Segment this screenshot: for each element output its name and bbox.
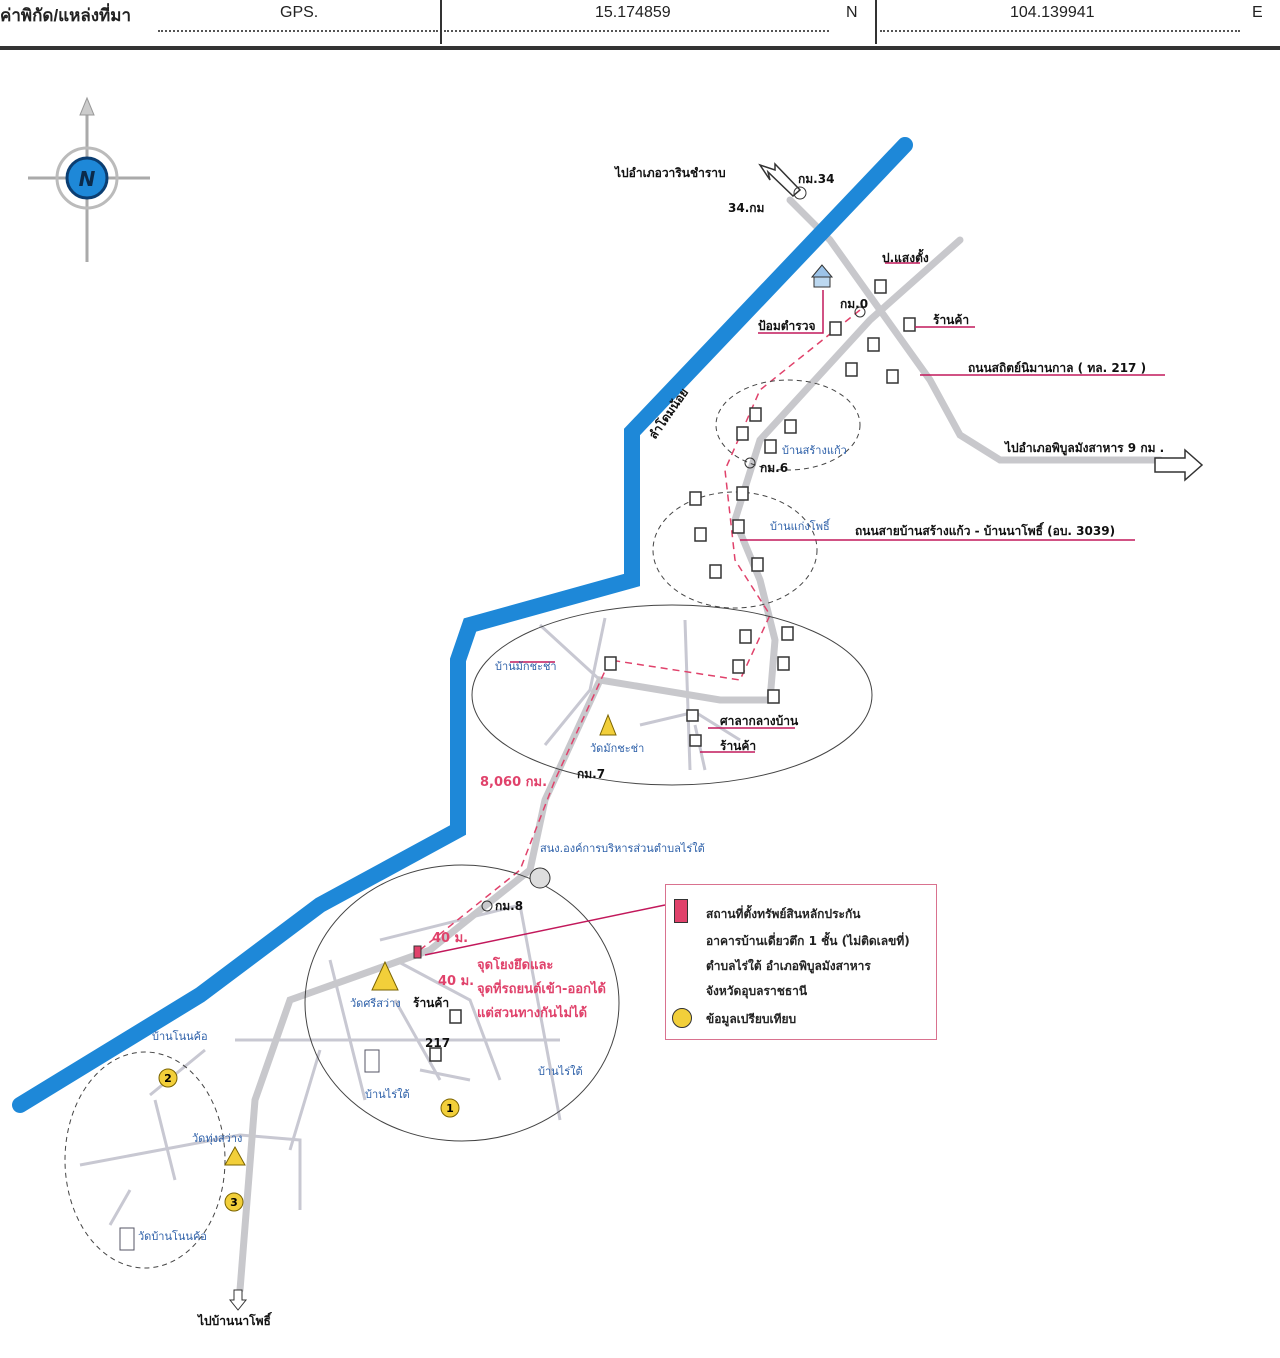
road-217-label: ถนนสถิตย์นิมานกาล ( ทล. 217 ) bbox=[968, 361, 1146, 375]
km0-label: กม.0 bbox=[840, 297, 868, 311]
arrow-to-ban-na-pho-icon bbox=[228, 1289, 248, 1311]
wat-ban-non-kho-label: วัดบ้านโนนค้อ bbox=[138, 1229, 207, 1243]
km6-label: กม.6 bbox=[760, 461, 788, 475]
shop-2-label: ร้านค้า bbox=[720, 739, 756, 753]
building-icons bbox=[429, 279, 916, 1062]
km34-label: กม.34 bbox=[798, 172, 834, 186]
ban-non-kho-label: บ้านโนนค้อ bbox=[152, 1029, 208, 1043]
legend-line-3: ตำบลไร่ใต้ อำเภอพิบูลมังสาหาร bbox=[706, 959, 871, 973]
tao-office-label: สนง.องค์การบริหารส่วนตำบลไร่ใต้ bbox=[540, 842, 705, 855]
note-line-3: แต่สวนทางกันไม่ได้ bbox=[477, 1004, 587, 1021]
km7-label: กม.7 bbox=[577, 767, 605, 781]
comparable-1[interactable]: 1 bbox=[440, 1098, 460, 1118]
coordinate-label: ค่าพิกัด/แหล่งที่มา bbox=[0, 6, 132, 25]
river bbox=[12, 137, 913, 1113]
legend-line-5: ข้อมูลเปรียบเทียบ bbox=[706, 1012, 797, 1026]
police-box-label: ป้อมตำรวจ bbox=[758, 319, 815, 333]
north-arrow-compass-icon: N bbox=[28, 96, 150, 262]
note-line-2: จุดที่รถยนต์เข้า-ออกได้ bbox=[477, 979, 606, 997]
note-line-1: จุดโยงยึดและ bbox=[477, 956, 553, 973]
tao-office-icon bbox=[529, 867, 551, 889]
coordinate-header: ค่าพิกัด/แหล่งที่มา GPS. 15.174859 N 104… bbox=[0, 0, 1280, 50]
ban-rai-tai-school-label: บ้านไร่ใต้ bbox=[365, 1088, 410, 1101]
callout-lines bbox=[424, 262, 1165, 956]
police-box-icon bbox=[810, 264, 834, 288]
dotted-line bbox=[158, 30, 438, 32]
dotted-line bbox=[444, 30, 829, 32]
svg-text:1: 1 bbox=[446, 1102, 454, 1115]
ban-rai-tai-label: บ้านไร่ใต้ bbox=[538, 1065, 583, 1078]
temple-icons bbox=[224, 713, 617, 1166]
source-value: GPS. bbox=[280, 4, 319, 21]
village-hall-label: ศาลากลางบ้าน bbox=[720, 714, 799, 728]
road-217-marker: 217 bbox=[425, 1036, 450, 1050]
svg-text:2: 2 bbox=[164, 1072, 172, 1085]
distance-40m-b: 40 ม. bbox=[438, 974, 474, 989]
distance-40m-a: 40 ม. bbox=[432, 931, 468, 946]
svg-text:3: 3 bbox=[230, 1196, 238, 1209]
comparable-3[interactable]: 3 bbox=[224, 1192, 244, 1212]
school-icons bbox=[119, 1049, 380, 1251]
shop-3-label: ร้านค้า bbox=[413, 996, 449, 1010]
arrow-to-warin-icon bbox=[758, 162, 802, 198]
shop-label: ร้านค้า bbox=[933, 313, 969, 327]
divider bbox=[875, 0, 877, 44]
wat-mak-kha-cha-label: วัดมักชะช่า bbox=[590, 742, 644, 755]
map-legend: สถานที่ตั้งทรัพย์สินหลักประกัน อาคารบ้าน… bbox=[665, 884, 937, 1040]
p-saengtang-label: ป.แสงตั้ง bbox=[882, 248, 929, 265]
collateral-property-marker[interactable] bbox=[413, 945, 422, 959]
road-3039-label: ถนนสายบ้านสร้างแก้ว - บ้านนาโพธิ์ (อบ. 3… bbox=[855, 522, 1115, 538]
legend-line-1: สถานที่ตั้งทรัพย์สินหลักประกัน bbox=[706, 907, 861, 921]
dotted-line bbox=[880, 30, 1240, 32]
legend-line-4: จังหวัดอุบลราชธานี bbox=[706, 984, 808, 998]
ban-mak-kha-cha-label: บ้านมักชะช่า bbox=[495, 660, 557, 673]
collateral-legend-swatch bbox=[674, 899, 688, 923]
area-circles bbox=[64, 379, 873, 1269]
latitude-direction: N bbox=[846, 4, 858, 21]
longitude-value: 104.139941 bbox=[1010, 4, 1095, 21]
legend-line-2: อาคารบ้านเดี่ยวตึก 1 ชั้น (ไม่ติดเลขที่) bbox=[706, 934, 910, 948]
to-ban-na-pho-label: ไปบ้านนาโพธิ์ bbox=[196, 1312, 273, 1328]
wat-thung-sawang-label: วัดทุ่งสว่าง bbox=[192, 1132, 242, 1145]
to-warin-label: ไปอำเภอวารินชำราบ bbox=[613, 165, 726, 180]
minor-roads bbox=[79, 617, 741, 1226]
comparable-2[interactable]: 2 bbox=[158, 1068, 178, 1088]
ban-sang-kaew-label: บ้านสร้างแก้ว bbox=[782, 444, 847, 457]
compass-letter: N bbox=[79, 167, 96, 191]
km8-label: กม.8 bbox=[495, 899, 523, 913]
km34b-label: 34.กม bbox=[728, 201, 764, 215]
km-marker-icons bbox=[481, 186, 866, 912]
latitude-value: 15.174859 bbox=[595, 4, 671, 21]
divider bbox=[440, 0, 442, 44]
comparable-legend-icon bbox=[672, 1008, 692, 1028]
ban-kaeng-pho-label: บ้านแก่งโพธิ์ bbox=[770, 518, 831, 533]
to-phibun-label: ไปอำเภอพิบูลมังสาหาร 9 กม . bbox=[1003, 440, 1164, 456]
distance-label: 8,060 กม. bbox=[480, 775, 547, 790]
arrow-to-phibun-icon bbox=[1154, 448, 1204, 482]
wat-si-sawang-label: วัดศรีสว่าง bbox=[350, 997, 401, 1010]
longitude-direction: E bbox=[1252, 4, 1263, 21]
